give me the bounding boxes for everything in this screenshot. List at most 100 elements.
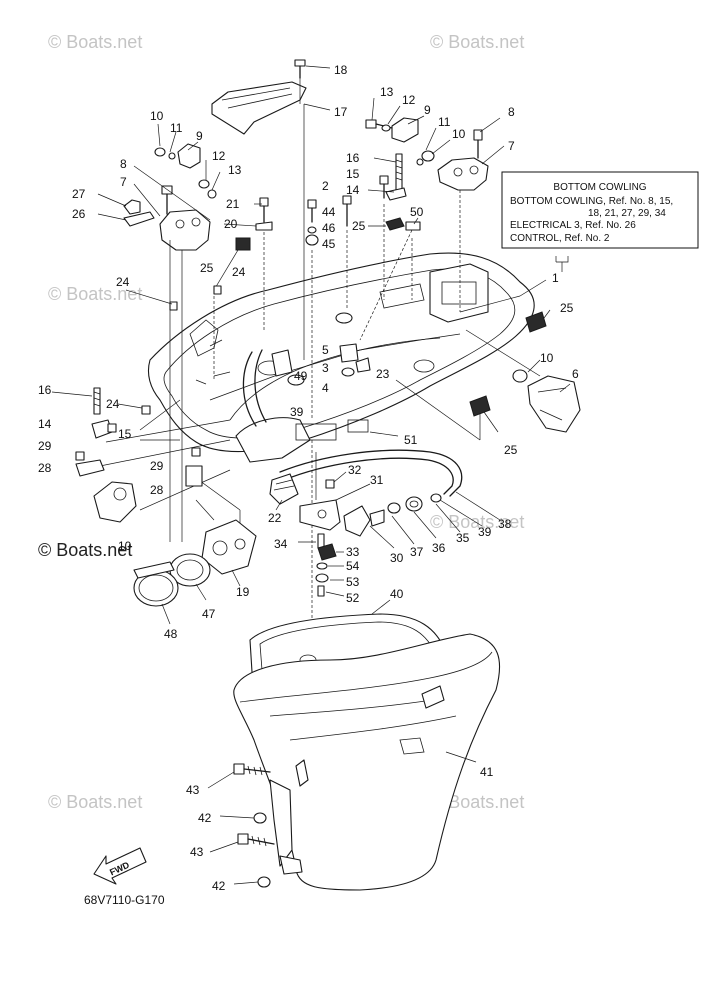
callout-label: 13 [228, 163, 242, 177]
right-side-parts [469, 279, 581, 433]
callout-label: 24 [232, 265, 246, 279]
callout-label: 14 [346, 183, 360, 197]
callout-label: 32 [348, 463, 362, 477]
callout-label: 21 [226, 197, 240, 211]
callout-label: 38 [498, 517, 512, 531]
callout-label: 15 [346, 167, 360, 181]
callout-label: 9 [424, 103, 431, 117]
callout-label: 17 [334, 105, 348, 119]
note-line: CONTROL, Ref. No. 2 [510, 233, 610, 244]
callout-label: 28 [150, 483, 164, 497]
upper-fasteners-part [223, 153, 421, 251]
callout-label: 39 [290, 405, 304, 419]
callout-label: 50 [410, 205, 424, 219]
callout-label: 3 [322, 361, 329, 375]
callout-label: 43 [190, 845, 204, 859]
upper-right-bracket-part [365, 97, 505, 191]
note-line: ELECTRICAL 3, Ref. No. 26 [510, 220, 636, 231]
callout-label: 43 [186, 783, 200, 797]
callout-label: 7 [508, 139, 515, 153]
callout-label: 15 [118, 427, 132, 441]
note-box: BOTTOM COWLING BOTTOM COWLING, Ref. No. … [501, 171, 699, 272]
callout-label: 46 [322, 221, 336, 235]
callout-label: 48 [164, 627, 178, 641]
callout-label: 23 [376, 367, 390, 381]
watermark: © Boats.net [48, 792, 142, 812]
watermark: © Boats.net [430, 32, 524, 52]
callout-label: 11 [438, 115, 451, 129]
callout-label: 36 [432, 541, 446, 555]
leader-lines [89, 104, 541, 542]
watermark: © Boats.net [430, 512, 524, 532]
callout-label: 10 [150, 109, 164, 123]
callout-label: 42 [212, 879, 226, 893]
callout-label: 45 [322, 237, 336, 251]
fwd-arrow-icon: FWD [93, 847, 147, 885]
watermark: © Boats.net [430, 792, 524, 812]
callout-label: 10 [452, 127, 466, 141]
callout-label: 26 [72, 207, 86, 221]
callout-label: 54 [346, 559, 360, 573]
bottom-cowling-pan-part [147, 252, 535, 463]
callout-label: 13 [380, 85, 394, 99]
callout-label: 37 [410, 545, 424, 559]
callout-label: 52 [346, 591, 360, 605]
callout-label: 29 [38, 439, 52, 453]
callout-label: 42 [198, 811, 212, 825]
callout-label: 8 [120, 157, 127, 171]
callout-label: 1 [552, 271, 559, 285]
callout-label: 44 [322, 205, 336, 219]
callout-label: 10 [540, 351, 554, 365]
callout-label: 41 [480, 765, 494, 779]
callout-label: 25 [200, 261, 214, 275]
drawing-code: 68V7110-G170 [84, 893, 165, 907]
callout-label: 14 [38, 417, 52, 431]
callout-label: 31 [370, 473, 384, 487]
callout-label: 8 [508, 105, 515, 119]
top-plate-part [211, 59, 331, 135]
callout-label: 25 [504, 443, 518, 457]
grommet-bands-part [133, 519, 257, 625]
callout-label: 12 [212, 149, 226, 163]
callout-label: 24 [106, 397, 120, 411]
lower-cowling-part [233, 633, 501, 891]
watermark: © Boats.net [48, 32, 142, 52]
upper-left-bracket-part [97, 123, 221, 251]
callout-label: 29 [150, 459, 164, 473]
callout-label: 25 [560, 301, 574, 315]
callout-label: 19 [236, 585, 250, 599]
callout-label: 20 [224, 217, 238, 231]
callouts: 1 2 3 4 5 6 7 7 8 8 9 9 10 10 10 10 11 1… [38, 63, 579, 893]
watermark: © Boats.net [48, 284, 142, 304]
callout-label: 35 [456, 531, 470, 545]
hose-fittings-part [269, 449, 501, 549]
note-line: BOTTOM COWLING [553, 182, 646, 193]
callout-label: 16 [38, 383, 52, 397]
lower-bolts-part [207, 763, 275, 888]
lower-fasteners-part [298, 533, 345, 597]
callout-label: 5 [322, 343, 329, 357]
callout-label: 24 [116, 275, 130, 289]
callout-label: 51 [404, 433, 418, 447]
callout-label: 27 [72, 187, 86, 201]
callout-label: 47 [202, 607, 216, 621]
callout-label: 28 [38, 461, 52, 475]
note-line: 18, 21, 27, 29, 34 [588, 208, 666, 219]
callout-label: 30 [390, 551, 404, 565]
callout-label: 33 [346, 545, 360, 559]
watermark: © Boats.net [38, 540, 132, 560]
note-line: BOTTOM COWLING, Ref. No. 8, 15, [510, 196, 673, 207]
callout-label: 9 [196, 129, 203, 143]
callout-label: 11 [170, 121, 183, 135]
callout-label: 7 [120, 175, 127, 189]
callout-label: 39 [478, 525, 492, 539]
callout-label: 16 [346, 151, 360, 165]
left-side-parts [51, 285, 222, 523]
callout-label: 4 [322, 381, 329, 395]
callout-label: 12 [402, 93, 416, 107]
callout-label: 40 [390, 587, 404, 601]
callout-label: 49 [294, 369, 308, 383]
callout-label: 22 [268, 511, 282, 525]
